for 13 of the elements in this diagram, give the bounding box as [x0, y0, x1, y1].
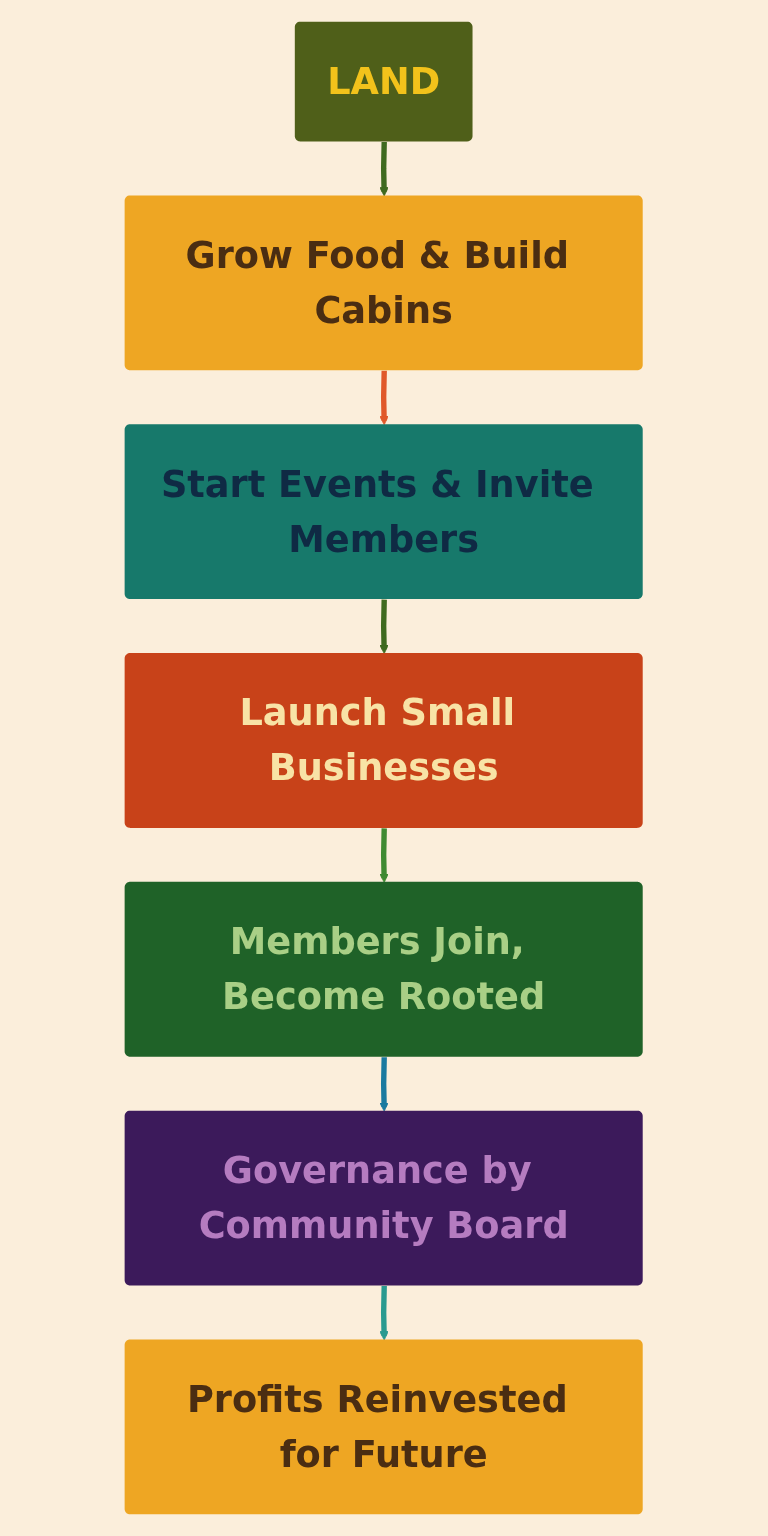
node-box: Start Events & Invite Members — [124, 424, 644, 600]
node-box: Launch Small Businesses — [124, 653, 644, 828]
arrow — [379, 599, 390, 654]
arrow — [379, 141, 390, 197]
node-box: LAND — [295, 21, 473, 142]
arrow — [379, 1286, 390, 1341]
node-box: Governance by Community Board — [124, 1110, 644, 1286]
arrow — [379, 828, 390, 883]
node-box: Profits Reinvested for Future — [124, 1339, 644, 1515]
node-box: Grow Food & Build Cabins — [124, 195, 644, 371]
arrow — [379, 370, 390, 426]
node-box: Members Join, Become Rooted — [124, 881, 644, 1057]
arrow — [379, 1057, 390, 1112]
